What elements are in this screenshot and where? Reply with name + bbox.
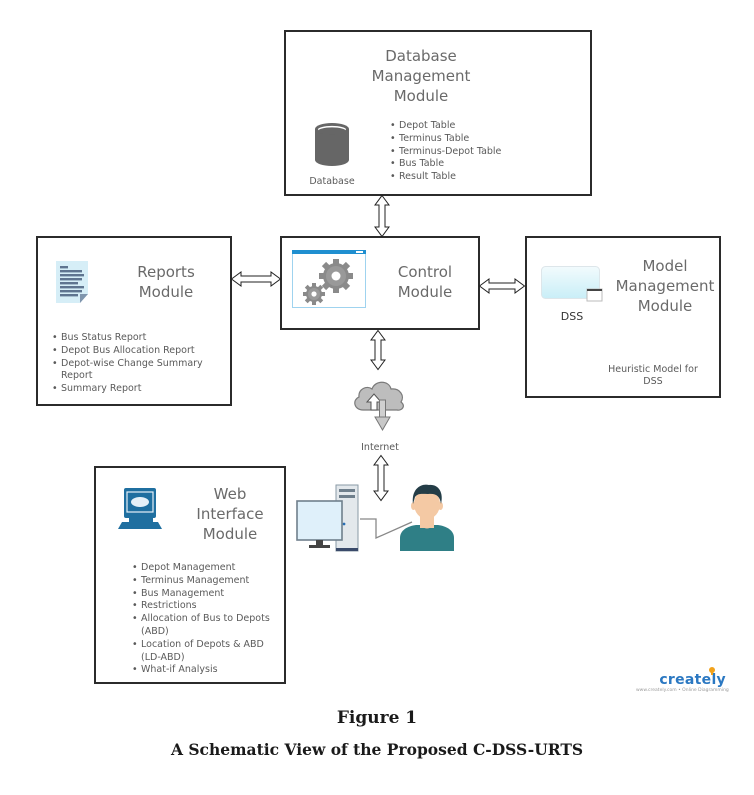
desktop-computer-icon xyxy=(296,484,359,552)
reports-list: Bus Status Report Depot Bus Allocation R… xyxy=(52,332,220,396)
dss-panel-icon xyxy=(541,266,603,302)
list-item: Summary Report xyxy=(52,383,220,396)
creately-watermark: creately www.creately.com • Online Diagr… xyxy=(636,672,729,694)
database-icon-label: Database xyxy=(309,176,355,187)
control-module: Control Module xyxy=(280,236,480,330)
internet-label: Internet xyxy=(361,442,399,453)
title-line: Database xyxy=(385,47,457,65)
note-line: DSS xyxy=(643,376,663,387)
database-management-module: Database Management Module Database Depo… xyxy=(284,30,592,196)
connection-cable xyxy=(360,518,413,540)
dss-icon-label: DSS xyxy=(560,310,584,323)
list-item: Bus Management xyxy=(132,588,282,601)
title-line: Model xyxy=(642,257,688,275)
title-line: Module xyxy=(397,283,453,301)
web-module-title: Web Interface Module xyxy=(180,484,280,544)
model-management-module: DSS Model Management Module Heuristic Mo… xyxy=(525,236,721,398)
reports-control-double-arrow xyxy=(230,271,282,287)
list-item: Location of Depots & ABD (LD-ABD) xyxy=(132,639,282,665)
title-line: Module xyxy=(138,283,194,301)
creately-tagline: www.creately.com • Online Diagramming xyxy=(636,688,729,693)
list-item: Depot-wise Change Summary Report xyxy=(52,358,220,384)
web-interface-module: Web Interface Module Depot Management Te… xyxy=(94,466,286,684)
title-line: Management xyxy=(615,277,715,295)
figure-title: A Schematic View of the Proposed C-DSS-U… xyxy=(170,740,584,759)
db-control-double-arrow xyxy=(374,194,390,238)
database-icon xyxy=(315,123,349,166)
list-item: Depot Management xyxy=(132,562,282,575)
creately-bulb-icon xyxy=(709,667,715,675)
list-item: Terminus Management xyxy=(132,575,282,588)
creately-logo: creately xyxy=(659,672,726,688)
list-item: Result Table xyxy=(390,171,590,184)
title-line: Reports xyxy=(137,263,195,281)
report-document-icon xyxy=(56,261,88,303)
figure-number: Figure 1 xyxy=(336,708,418,728)
list-item: Depot Table xyxy=(390,120,590,133)
heuristic-model-note: Heuristic Model for DSS xyxy=(597,364,709,388)
list-item: Bus Status Report xyxy=(52,332,220,345)
model-module-title: Model Management Module xyxy=(615,256,715,316)
database-table-list: Depot Table Terminus Table Terminus-Depo… xyxy=(390,120,590,184)
list-item: Allocation of Bus to Depots (ABD) xyxy=(132,613,282,639)
list-item: Terminus-Depot Table xyxy=(390,146,590,159)
user-avatar-icon xyxy=(400,484,454,551)
internet-user-double-arrow xyxy=(373,454,389,502)
title-line: Management xyxy=(371,67,471,85)
web-terminal-icon xyxy=(118,488,162,529)
database-module-title: Database Management Module xyxy=(346,46,496,106)
gears-window-icon xyxy=(292,250,366,308)
control-model-double-arrow xyxy=(478,278,526,294)
list-item: What-if Analysis xyxy=(132,664,282,677)
note-line: Heuristic Model for xyxy=(608,364,698,375)
title-line: Control xyxy=(397,263,453,281)
control-internet-double-arrow xyxy=(370,329,386,371)
list-item: Terminus Table xyxy=(390,133,590,146)
title-line: Interface xyxy=(196,505,264,523)
title-line: Web xyxy=(213,485,247,503)
title-line: Module xyxy=(202,525,258,543)
title-line: Module xyxy=(393,87,449,105)
control-module-title: Control Module xyxy=(382,262,468,302)
list-item: Restrictions xyxy=(132,600,282,613)
list-item: Bus Table xyxy=(390,158,590,171)
reports-module-title: Reports Module xyxy=(116,262,216,302)
list-item: Depot Bus Allocation Report xyxy=(52,345,220,358)
title-line: Module xyxy=(637,297,693,315)
reports-module: Reports Module Bus Status Report Depot B… xyxy=(36,236,232,406)
cloud-upload-download-icon xyxy=(354,381,404,432)
web-features-list: Depot Management Terminus Management Bus… xyxy=(132,562,282,677)
